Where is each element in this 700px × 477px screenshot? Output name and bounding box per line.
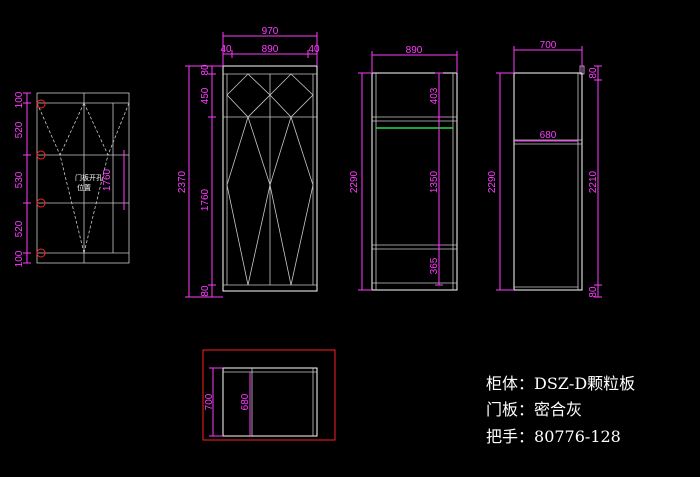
front-left-upper-dim: 450 bbox=[200, 87, 211, 104]
front-left-main-dim: 1760 bbox=[200, 188, 211, 211]
side-right-bottom-dim: 80 bbox=[588, 286, 599, 298]
door-panel-view: 100 520 530 520 100 1760 门板开孔 位置 bbox=[14, 91, 130, 267]
spec-handle: 把手：80776-128 bbox=[486, 427, 621, 446]
door-dim-4: 520 bbox=[14, 220, 25, 237]
plan-view: 700 680 bbox=[202, 349, 336, 441]
hinge-hole-marker bbox=[36, 198, 46, 208]
hole-position-label-2: 位置 bbox=[77, 183, 91, 192]
side-view: 700 680 2290 80 2210 80 bbox=[487, 40, 602, 298]
hinge-hole-marker bbox=[36, 248, 46, 258]
hinge-hole-marker bbox=[36, 150, 46, 160]
front-top-total-dim: 970 bbox=[262, 26, 279, 37]
hole-position-label-1: 门板开孔 bbox=[75, 173, 103, 182]
door-height-dim: 1760 bbox=[102, 168, 113, 191]
plan-depth-dim: 700 bbox=[204, 393, 215, 410]
spec-door: 门板：密合灰 bbox=[486, 400, 582, 419]
spec-cabinet: 柜体：DSZ-D颗粒板 bbox=[486, 374, 635, 393]
interior-height-dim: 2290 bbox=[349, 170, 360, 193]
door-dim-3: 530 bbox=[14, 171, 25, 188]
door-dim-1: 100 bbox=[14, 91, 25, 108]
door-dim-2: 520 bbox=[14, 121, 25, 138]
front-left-top-dim: 80 bbox=[200, 64, 211, 76]
spec-notes: 柜体：DSZ-D颗粒板 门板：密合灰 把手：80776-128 bbox=[486, 374, 635, 446]
interior-middle-dim: 1350 bbox=[429, 170, 440, 193]
hinge-hole-marker bbox=[36, 99, 46, 109]
front-top-left-dim: 40 bbox=[220, 44, 232, 55]
side-inner-depth-dim: 680 bbox=[540, 130, 557, 141]
door-dim-5: 100 bbox=[14, 250, 25, 267]
plan-inner-depth-dim: 680 bbox=[240, 393, 251, 410]
side-right-main-dim: 2210 bbox=[588, 170, 599, 193]
front-top-right-dim: 40 bbox=[308, 44, 320, 55]
side-height-dim: 2290 bbox=[487, 170, 498, 193]
front-view: 970 40 890 40 2370 80 450 1760 80 bbox=[177, 26, 320, 298]
front-left-bottom-dim: 80 bbox=[200, 285, 211, 297]
front-top-mid-dim: 890 bbox=[262, 44, 279, 55]
interior-upper-dim: 403 bbox=[429, 87, 440, 104]
interior-view: 890 2290 403 1350 365 bbox=[349, 45, 458, 291]
interior-width-dim: 890 bbox=[406, 45, 423, 56]
side-depth-dim: 700 bbox=[540, 40, 557, 51]
interior-lower-dim: 365 bbox=[429, 257, 440, 274]
side-right-top-dim: 80 bbox=[588, 67, 599, 79]
front-left-total-dim: 2370 bbox=[177, 170, 188, 193]
